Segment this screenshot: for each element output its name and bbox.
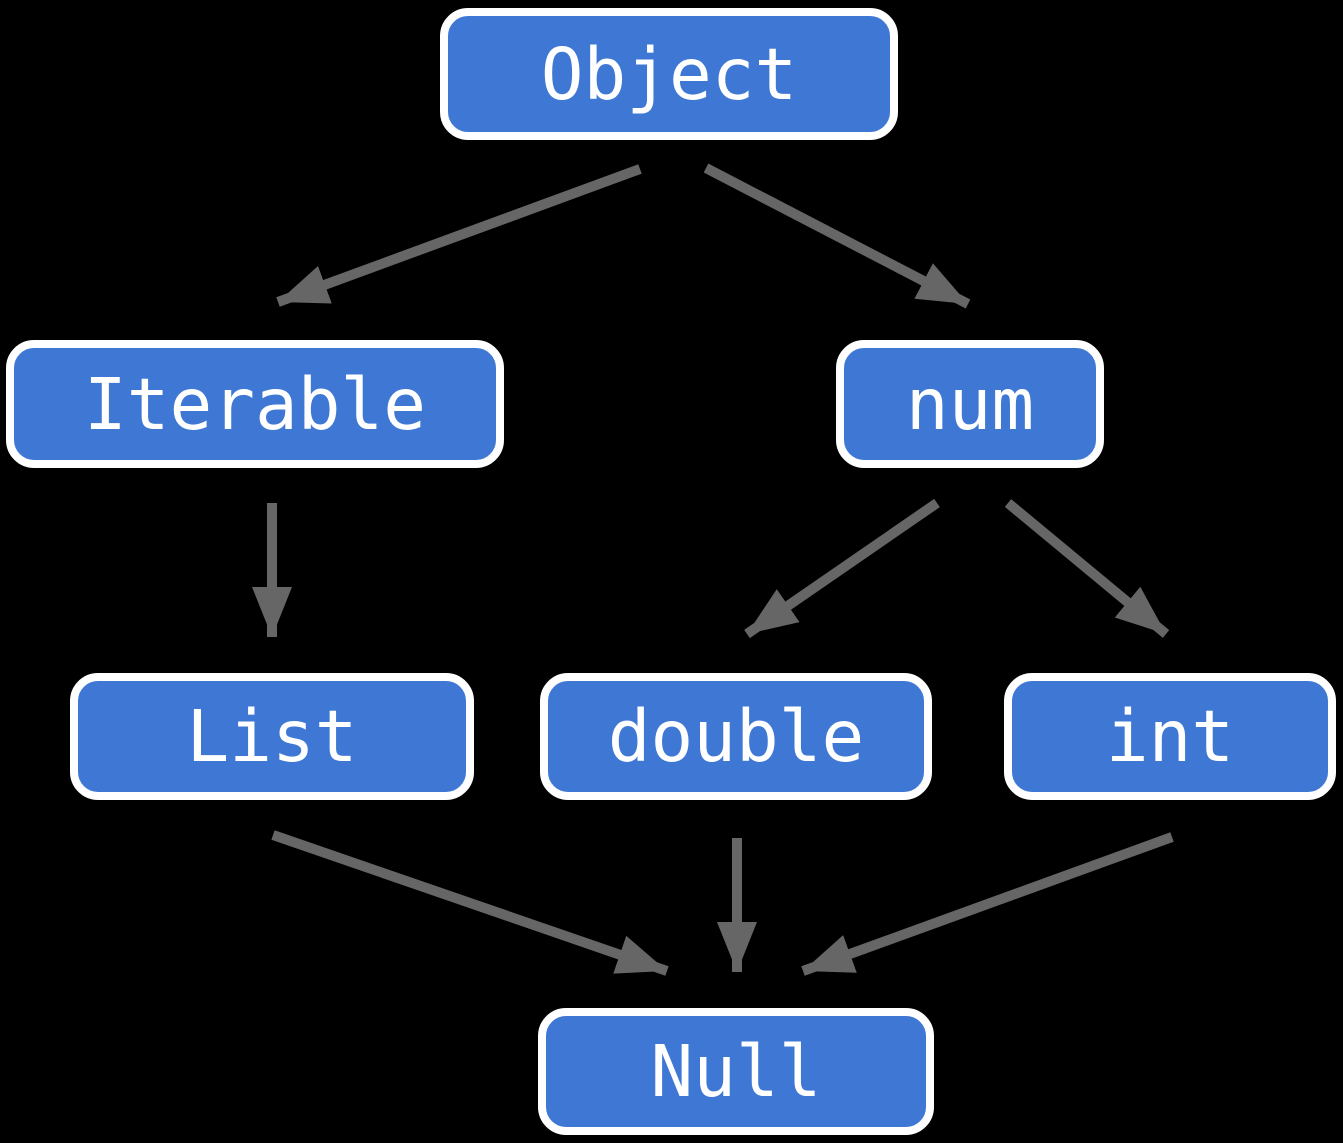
- edge-num-int: [1004, 499, 1170, 638]
- node-null: Null: [538, 1008, 934, 1135]
- node-iterable-label: Iterable: [84, 362, 426, 446]
- edge-int-null: [801, 832, 1174, 976]
- node-null-label: Null: [650, 1030, 822, 1113]
- edge-object-num: [703, 163, 971, 309]
- node-list-label: List: [186, 695, 358, 778]
- edge-list-null: [271, 830, 669, 976]
- edge-num-double: [744, 498, 940, 639]
- node-object-label: Object: [540, 32, 798, 116]
- node-object: Object: [440, 8, 898, 140]
- node-num-label: num: [905, 362, 1035, 446]
- node-double: double: [540, 673, 932, 800]
- edge-object-iterable: [276, 164, 642, 307]
- node-int-label: int: [1105, 695, 1235, 778]
- node-list: List: [70, 673, 474, 800]
- node-iterable: Iterable: [6, 340, 504, 468]
- node-double-label: double: [607, 695, 865, 778]
- node-int: int: [1004, 673, 1336, 800]
- node-num: num: [836, 340, 1104, 468]
